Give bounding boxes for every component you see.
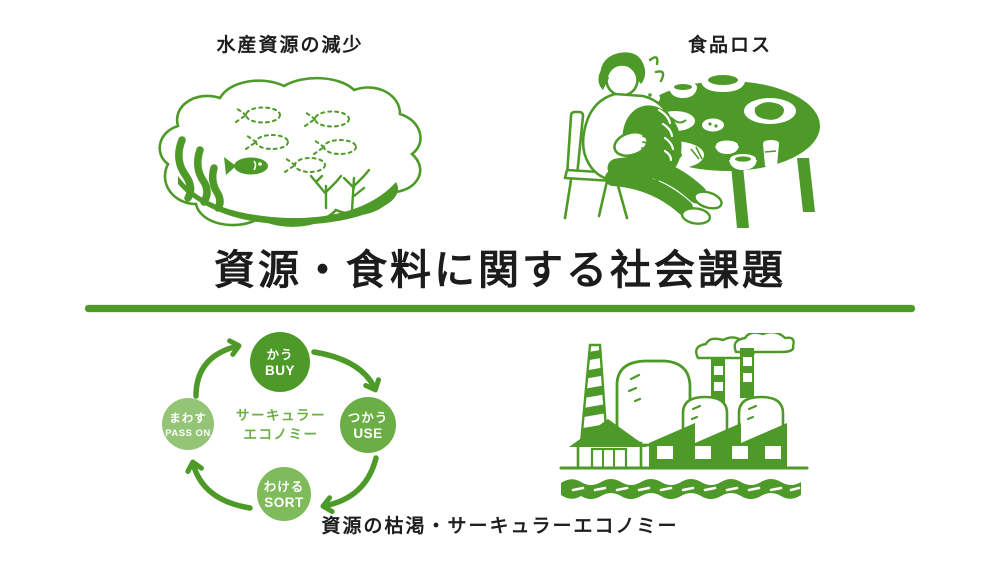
water-band-icon [561,479,801,499]
svg-text:サーキュラー: サーキュラー [236,408,326,423]
cycle-step-sort: わける SORT [257,467,311,521]
factory-illustration [559,333,809,499]
pond-outline-icon [158,76,422,227]
cycle-arrow-icon [185,338,382,515]
svg-text:エコノミー: エコノミー [244,427,319,442]
person-icon [581,52,723,225]
food-loss-section-label: 食品ロス [687,35,772,56]
cycle-step-use: つかう USE [340,397,396,453]
svg-text:SORT: SORT [264,495,304,510]
cycle-center-label: サーキュラー エコノミー [236,408,326,442]
svg-text:PASS ON: PASS ON [165,428,211,439]
svg-text:BUY: BUY [265,363,295,378]
overeating-table-illustration [563,52,820,228]
cycle-step-pass-on: まわす PASS ON [162,398,214,450]
svg-text:USE: USE [353,426,382,441]
sawtooth-factory-icon [649,423,787,468]
dotted-fish-icon [235,106,357,173]
cycle-step-buy: かう BUY [250,332,310,392]
divider-line [85,305,915,312]
circular-economy-cycle-diagram: かう BUY つかう USE わける SORT まわす PASS ON サーキュ… [162,332,396,521]
page-title: 資源・食料に関する社会課題 [214,247,786,293]
resource-depletion-label: 資源の枯渇・サーキュラーエコノミー [321,516,679,537]
svg-text:かう: かう [266,348,293,362]
fisheries-section-label: 水産資源の減少 [216,35,364,56]
storage-tank-icon [615,359,692,447]
chimney-icon [711,348,754,403]
solid-fish-icon [224,157,268,175]
coral-icon [309,168,371,212]
svg-text:まわす: まわす [169,412,207,425]
svg-text:つかう: つかう [348,411,389,425]
fish-pond-illustration [158,76,422,227]
seabed-icon [178,176,399,225]
svg-text:わける: わける [264,480,305,494]
seaweed-icon [175,136,224,212]
sigh-icon [648,56,665,83]
